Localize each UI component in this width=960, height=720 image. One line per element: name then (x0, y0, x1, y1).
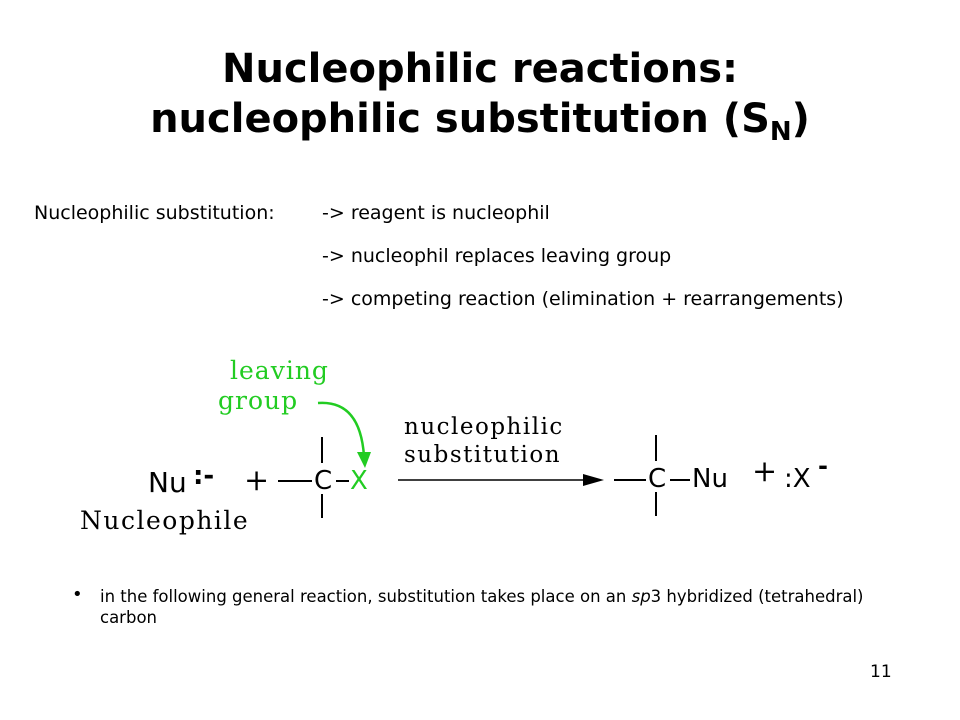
bond-bottom-1 (321, 494, 323, 518)
x-anion-charge: - (818, 452, 828, 480)
plus-sign-2: + (752, 454, 778, 489)
bond-c-x (336, 480, 349, 482)
x-anion: :X (784, 464, 811, 494)
nu-reactant: Nu (148, 466, 187, 499)
slide-title: Nucleophilic reactions: nucleophilic sub… (0, 44, 960, 157)
carbon-product: C (648, 464, 667, 494)
bond-left-2 (614, 479, 646, 481)
bond-left-1 (278, 480, 312, 482)
bullet-icon: • (72, 584, 83, 605)
plus-sign-1: + (244, 463, 270, 498)
bond-c-nu (670, 479, 690, 481)
point-2: -> nucleophil replaces leaving group (322, 245, 672, 267)
arrow-label-2: substitution (404, 442, 562, 468)
carbon-reactant: C (314, 466, 333, 496)
leaving-group-arrow (317, 401, 366, 457)
reaction-arrow-head (583, 474, 604, 486)
arrow-label-1: nucleophilic (404, 414, 564, 440)
page-number: 11 (870, 662, 892, 682)
leaving-group-label-1: leaving (230, 356, 329, 385)
bond-bottom-2 (655, 492, 657, 516)
bullet-text-em: sp (631, 587, 651, 606)
title-line-2: nucleophilic substitution (SN) (0, 94, 960, 157)
leaving-group-label-2: group (218, 386, 299, 415)
bond-top-2 (655, 435, 657, 461)
leaving-group-arrowhead (357, 452, 371, 468)
title-subscript: N (769, 117, 792, 147)
bullet-text: in the following general reaction, subst… (100, 586, 900, 628)
bullet-text-post: 3 hybridized (tetrahedral) carbon (100, 587, 864, 627)
x-leaving-group: X (350, 466, 368, 496)
point-1: -> reagent is nucleophil (322, 202, 550, 224)
title-line-1: Nucleophilic reactions: (221, 46, 738, 92)
bullet-text-pre: in the following general reaction, subst… (100, 587, 632, 606)
intro-label: Nucleophilic substitution: (34, 202, 275, 224)
nu-product: Nu (692, 464, 728, 494)
title-close-paren: ) (791, 96, 810, 142)
bond-top-1 (321, 437, 323, 463)
nucleophile-label: Nucleophile (80, 506, 250, 535)
point-3: -> competing reaction (elimination + rea… (322, 288, 844, 310)
nu-charge: :- (193, 461, 215, 491)
title-line-2-text: nucleophilic substitution (S (150, 96, 770, 142)
